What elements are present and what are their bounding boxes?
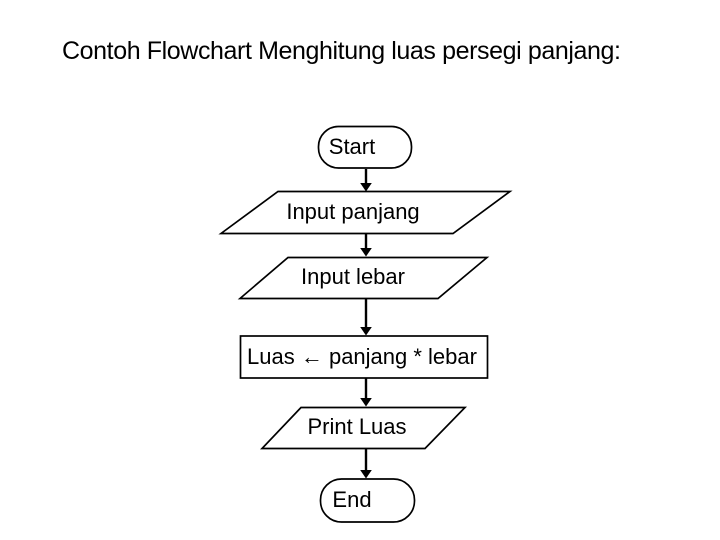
flowchart-node-input-lebar-label: Input lebar [301,264,405,289]
page-title: Contoh Flowchart Menghitung luas persegi… [62,37,621,65]
arrowhead-icon [360,398,372,407]
flowchart-node-input-panjang-shape [218,190,513,235]
flowchart-node-process-luas-shape [239,335,489,379]
flowchart-node-start-shape [317,125,413,169]
flowchart-node-end-label: End [332,487,372,512]
flowchart-node-start-label: Start [328,134,376,159]
flowchart-node-input-panjang-label: Input panjang [286,199,420,224]
flowchart-node-process-luas-label: Luas ← panjang * lebar [247,344,477,369]
flowchart-node-input-lebar-shape [237,256,490,300]
flowchart-node-print-luas-shape [260,406,468,450]
flowchart-node-end-shape [319,478,416,523]
arrowhead-icon [360,470,372,479]
arrowhead-icon [360,183,372,192]
flowchart-node-print-luas-label: Print Luas [307,414,407,439]
arrowhead-icon [360,327,372,336]
arrowhead-icon [360,248,372,257]
